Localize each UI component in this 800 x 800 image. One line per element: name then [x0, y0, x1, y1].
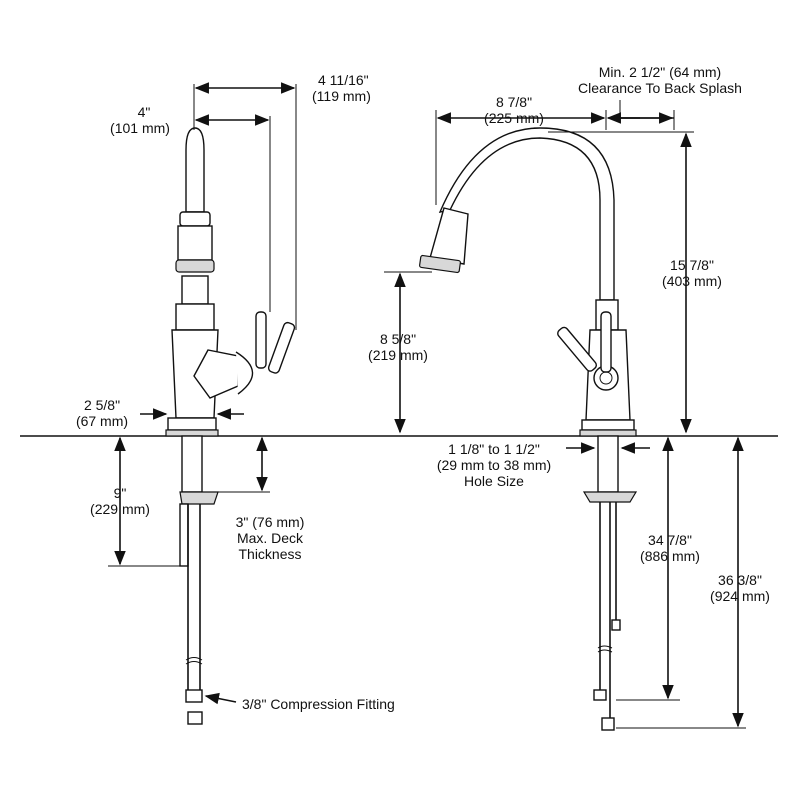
- upper-body: [175, 303, 215, 331]
- pulldown-face: [419, 254, 461, 274]
- spray-face: [175, 259, 215, 273]
- mounting-nut: [179, 491, 219, 505]
- front-view-faucet: [419, 127, 638, 731]
- spout-height-imperial: 8 5/8": [380, 331, 416, 347]
- overall-height-metric: (403 mm): [662, 273, 722, 289]
- overall-height-imperial: 15 7/8": [670, 257, 714, 273]
- handle-hub: [193, 349, 239, 399]
- compression-fitting-label: 3/8" Compression Fitting: [242, 696, 395, 712]
- total-length-imperial: 36 3/8": [718, 572, 762, 588]
- handle-reach-imperial: 4 11/16": [318, 72, 369, 88]
- pulldown-head: [429, 207, 469, 265]
- spray-hose-end: [611, 619, 621, 631]
- front-handle-lever: [600, 311, 612, 373]
- total-length-metric: (924 mm): [710, 588, 770, 604]
- spout-height-metric: (219 mm): [368, 347, 428, 363]
- hole-size-line3: Hole Size: [464, 473, 524, 489]
- base-ring: [165, 429, 219, 437]
- deck-thickness-line1: 3" (76 mm): [236, 514, 305, 530]
- hole-size-line2: (29 mm to 38 mm): [437, 457, 551, 473]
- base-diameter-metric: (67 mm): [76, 413, 128, 429]
- dimension-labels: 4 11/16" (119 mm) 4" (101 mm) 2 5/8" (67…: [76, 64, 770, 712]
- compression-fitting-nut: [185, 689, 203, 703]
- neck: [181, 275, 209, 305]
- front-shank: [597, 435, 619, 493]
- spray-body: [177, 225, 213, 261]
- front-fitting-2: [601, 717, 615, 731]
- shank-length-imperial: 9": [114, 485, 127, 501]
- front-mounting-nut: [582, 491, 638, 503]
- deck-thickness-line2: Max. Deck: [237, 530, 304, 546]
- spout: [438, 127, 615, 301]
- dimension-lines: [108, 82, 746, 729]
- spray-head: [185, 127, 205, 213]
- handle-cap: [235, 351, 254, 395]
- front-fitting-1: [593, 689, 607, 701]
- side-view-faucet: [165, 127, 296, 725]
- back-splash-line2: Clearance To Back Splash: [578, 80, 742, 96]
- front-handle-ghost: [557, 326, 598, 372]
- spray-collar: [179, 211, 211, 227]
- threaded-rod: [179, 503, 189, 567]
- hole-size-line1: 1 1/8" to 1 1/2": [448, 441, 540, 457]
- back-splash-line1: Min. 2 1/2" (64 mm): [599, 64, 721, 80]
- supply-end: [187, 711, 203, 725]
- spout-reach-metric: (225 mm): [484, 110, 544, 126]
- spray-reach-metric: (101 mm): [110, 120, 170, 136]
- shank: [181, 435, 203, 493]
- spout-reach-imperial: 8 7/8": [496, 94, 532, 110]
- base-diameter-imperial: 2 5/8": [84, 397, 120, 413]
- spray-reach-imperial: 4": [138, 104, 151, 120]
- handle-reach-metric: (119 mm): [312, 88, 371, 104]
- front-base-ring: [579, 429, 637, 437]
- handle-lever: [255, 311, 267, 369]
- front-base-plate: [581, 419, 635, 431]
- handle-lever-ghost: [267, 321, 296, 374]
- deck-thickness-line3: Thickness: [238, 546, 301, 562]
- supply-length-metric: (886 mm): [640, 548, 700, 564]
- base-plate: [167, 417, 217, 431]
- supply-length-imperial: 34 7/8": [648, 532, 692, 548]
- shank-length-metric: (229 mm): [90, 501, 150, 517]
